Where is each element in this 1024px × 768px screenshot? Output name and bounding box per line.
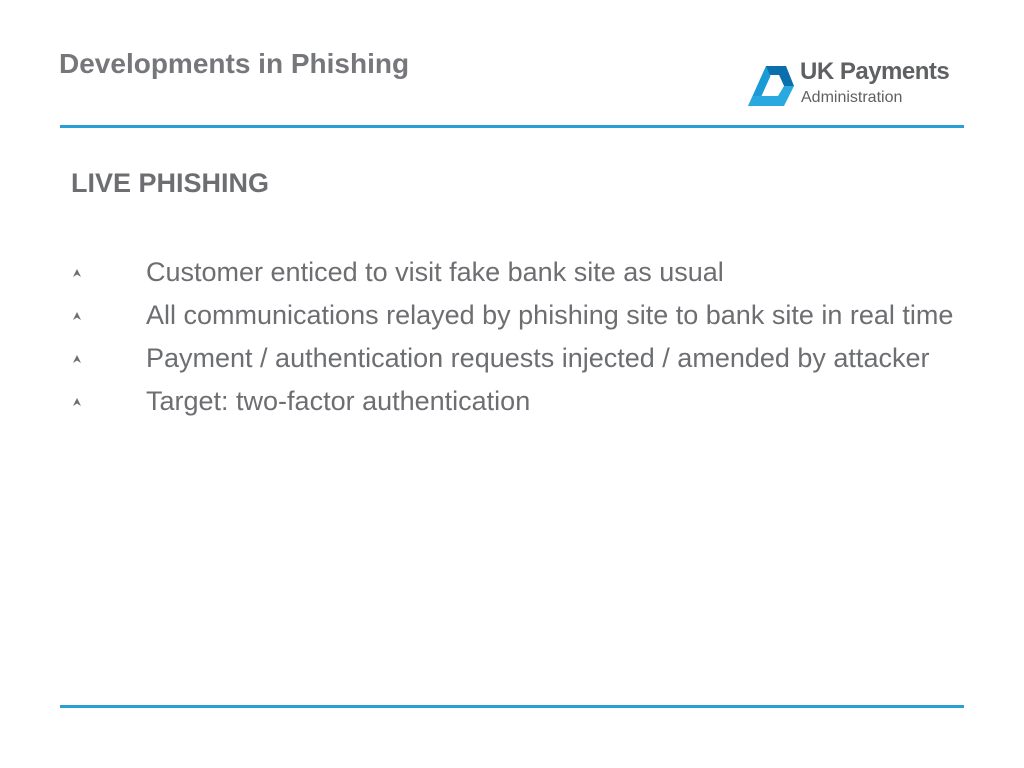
bullet-item: Payment / authentication requests inject… (70, 340, 960, 377)
slide-title: Developments in Phishing (59, 48, 410, 79)
caret-up-icon (73, 355, 81, 363)
bullet-item: Customer enticed to visit fake bank site… (70, 254, 960, 291)
top-divider (60, 125, 964, 128)
bullet-text: Customer enticed to visit fake bank site… (146, 257, 724, 287)
caret-up-icon (73, 312, 81, 320)
bullet-text: All communications relayed by phishing s… (146, 300, 954, 330)
caret-up-icon (73, 269, 81, 277)
section-heading: LIVE PHISHING (71, 168, 270, 198)
ukpa-logo-mark-icon (748, 66, 794, 106)
logo-subtitle: Administration (801, 89, 903, 106)
caret-up-icon (73, 398, 81, 406)
logo-name: UK Payments (800, 58, 950, 85)
ukpa-logo: UK Payments Administration (744, 58, 966, 112)
bullet-list: Customer enticed to visit fake bank site… (70, 254, 960, 426)
bullet-item: All communications relayed by phishing s… (70, 297, 960, 334)
bullet-text: Payment / authentication requests inject… (146, 343, 930, 373)
bullet-text: Target: two-factor authentication (146, 386, 531, 416)
bottom-divider (60, 705, 964, 708)
bullet-item: Target: two-factor authentication (70, 383, 960, 420)
